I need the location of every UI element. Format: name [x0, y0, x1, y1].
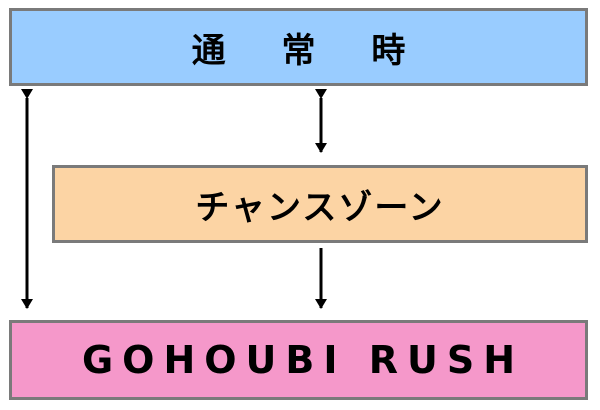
state-box-gohoubi-rush: GOHOUBI RUSH — [9, 320, 588, 400]
state-label-normal: 通 常 時 — [191, 30, 428, 71]
state-label-gohoubi-rush: GOHOUBI RUSH — [81, 338, 525, 382]
state-label-chance-zone: チャンスゾーン — [195, 187, 445, 228]
state-box-chance-zone: チャンスゾーン — [52, 165, 588, 243]
state-box-normal: 通 常 時 — [9, 8, 588, 86]
